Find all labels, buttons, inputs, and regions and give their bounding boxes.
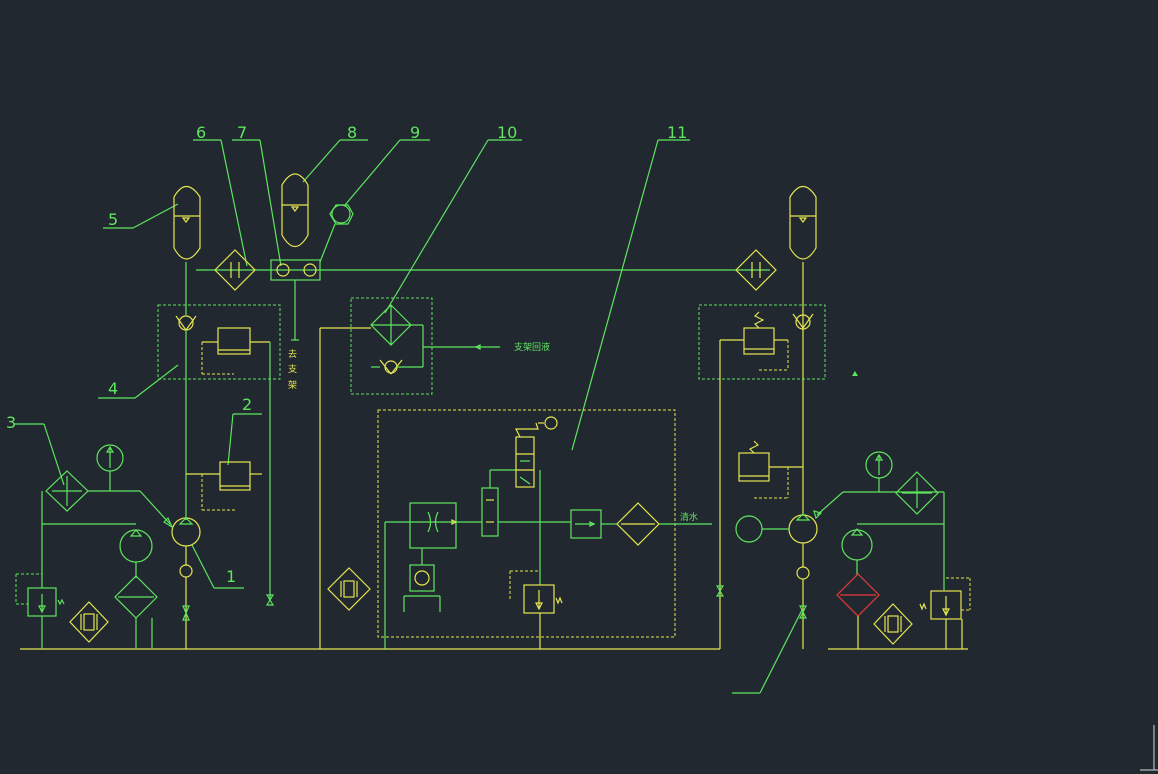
trunk-lines <box>20 269 968 650</box>
cooler-3 <box>45 470 174 529</box>
filter-right-red <box>836 573 880 649</box>
callout-6: 6 <box>196 123 206 142</box>
filter-left <box>114 575 158 649</box>
gauge-9 <box>319 204 354 263</box>
label-support-return: 支架回液 <box>514 341 550 353</box>
filter-right <box>735 249 777 291</box>
callout-10: 10 <box>497 123 517 142</box>
callout-11: 11 <box>667 123 687 142</box>
valve-module-4 <box>157 304 281 380</box>
callout-3: 3 <box>6 413 16 432</box>
check-valve-pair-7 <box>270 259 321 341</box>
callout-7: 7 <box>237 123 247 142</box>
filter-left-2 <box>69 601 109 643</box>
label-to-support-1: 去 <box>288 348 297 360</box>
callouts: 6 7 8 9 10 11 5 4 3 2 1 <box>6 123 803 694</box>
label-water-in: 清水 <box>680 511 698 523</box>
label-to-support-2: 支 <box>288 363 297 375</box>
relief-right <box>738 440 803 499</box>
accumulator-right <box>789 185 817 515</box>
ucs-corner <box>1140 725 1158 771</box>
gauge-left <box>96 444 124 491</box>
callout-1: 1 <box>226 567 236 586</box>
pump-right <box>788 513 818 649</box>
label-to-support-3: 架 <box>288 380 297 391</box>
water-module-11 <box>377 409 712 649</box>
right-far-module <box>813 451 945 590</box>
accumulator-5 <box>173 185 201 315</box>
cooler-module-10 <box>350 297 500 395</box>
relief-valve-2 <box>186 461 262 511</box>
marker-triangle <box>852 371 858 376</box>
pump-1 <box>171 517 275 649</box>
motor-right <box>735 515 763 543</box>
filter-right-2 <box>873 603 913 645</box>
accumulator-8 <box>281 173 309 248</box>
relief-left <box>15 573 65 649</box>
callout-9: 9 <box>410 123 420 142</box>
callout-2: 2 <box>242 395 252 414</box>
pump-left <box>119 529 153 578</box>
relief-right-far <box>919 577 971 649</box>
filter-mid <box>327 567 371 611</box>
callout-4: 4 <box>108 379 118 398</box>
callout-5: 5 <box>108 210 118 229</box>
callout-8: 8 <box>347 123 357 142</box>
valve-module-right <box>698 304 826 380</box>
filter-6 <box>214 249 256 291</box>
